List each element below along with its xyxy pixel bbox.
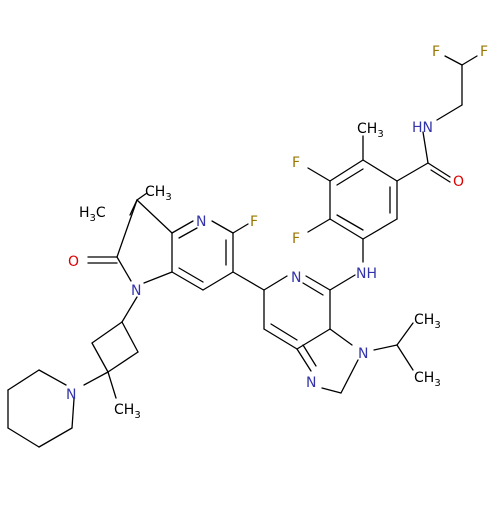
bond — [436, 104, 463, 121]
bond — [362, 218, 398, 240]
bond — [329, 159, 364, 182]
bond — [396, 322, 414, 346]
bond — [143, 271, 173, 284]
atom-labels: F F HN O CH3 F F H3C CH3 N F O NH N N N … — [66, 44, 488, 421]
bond — [305, 275, 331, 291]
imidazole-nitrogen-label: N — [358, 346, 368, 362]
bond — [396, 162, 429, 182]
bond — [116, 199, 138, 258]
bond — [336, 214, 364, 231]
bond — [427, 162, 451, 178]
bond — [129, 199, 138, 216]
bond — [178, 267, 204, 283]
bond — [178, 227, 198, 239]
bond — [296, 348, 312, 372]
bond — [211, 220, 234, 234]
bond — [302, 344, 317, 367]
lactam-oxygen-label: O — [68, 254, 79, 270]
methyl-label: CH3 — [414, 312, 441, 331]
bond — [171, 271, 204, 291]
bond — [396, 344, 414, 371]
bond — [336, 168, 364, 186]
bond — [329, 274, 356, 291]
bond — [71, 398, 75, 429]
bond — [91, 342, 109, 373]
carbonyl-oxygen-label: O — [453, 174, 464, 190]
bond — [296, 328, 331, 350]
bond — [107, 371, 117, 399]
bond — [422, 131, 429, 164]
fluorine-label: F — [292, 231, 300, 247]
bond — [263, 328, 298, 350]
bond — [171, 220, 194, 234]
lactam-nitrogen-label: N — [131, 283, 141, 299]
bond — [263, 275, 288, 291]
fluorine-label: F — [432, 44, 440, 60]
pyridine-nitrogen-label: N — [196, 214, 206, 230]
bond — [461, 55, 478, 66]
bond — [7, 369, 40, 391]
methyl-label: H3C — [79, 205, 106, 224]
fluorine-label: F — [480, 44, 488, 60]
bond — [38, 369, 67, 386]
bond — [362, 159, 398, 182]
bond — [430, 169, 451, 183]
bond — [373, 344, 398, 351]
bond — [116, 256, 132, 282]
methyl-label: CH3 — [114, 402, 141, 421]
bond — [232, 223, 249, 234]
bond — [321, 387, 342, 394]
amide-nh-label: HN — [412, 120, 433, 136]
bond — [307, 218, 331, 233]
bond — [136, 199, 173, 234]
bond — [444, 55, 463, 66]
bond — [107, 351, 139, 373]
bond — [7, 427, 40, 448]
bond — [91, 321, 123, 344]
bond — [270, 323, 298, 341]
fluorine-label: F — [250, 214, 258, 230]
methyl-label: CH3 — [414, 370, 441, 389]
piperidine-nitrogen-label: N — [66, 387, 76, 403]
amine-nh-label: NH — [356, 266, 377, 282]
bond — [83, 371, 109, 386]
bond — [307, 167, 331, 182]
bond — [38, 427, 73, 448]
bond — [232, 271, 265, 291]
methyl-label: CH3 — [145, 184, 172, 203]
imidazole-nitrogen-label: N — [306, 375, 316, 391]
bond — [202, 271, 234, 291]
bond — [121, 296, 138, 323]
bond — [136, 192, 148, 201]
methyl-label: CH3 — [357, 121, 384, 140]
bond — [121, 321, 139, 353]
bond — [340, 359, 359, 394]
fluorine-label: F — [292, 155, 300, 171]
bond — [329, 218, 364, 240]
pyridine-nitrogen-label: N — [291, 270, 301, 286]
bond — [329, 328, 353, 346]
bonds — [7, 55, 478, 448]
bond — [302, 282, 324, 296]
